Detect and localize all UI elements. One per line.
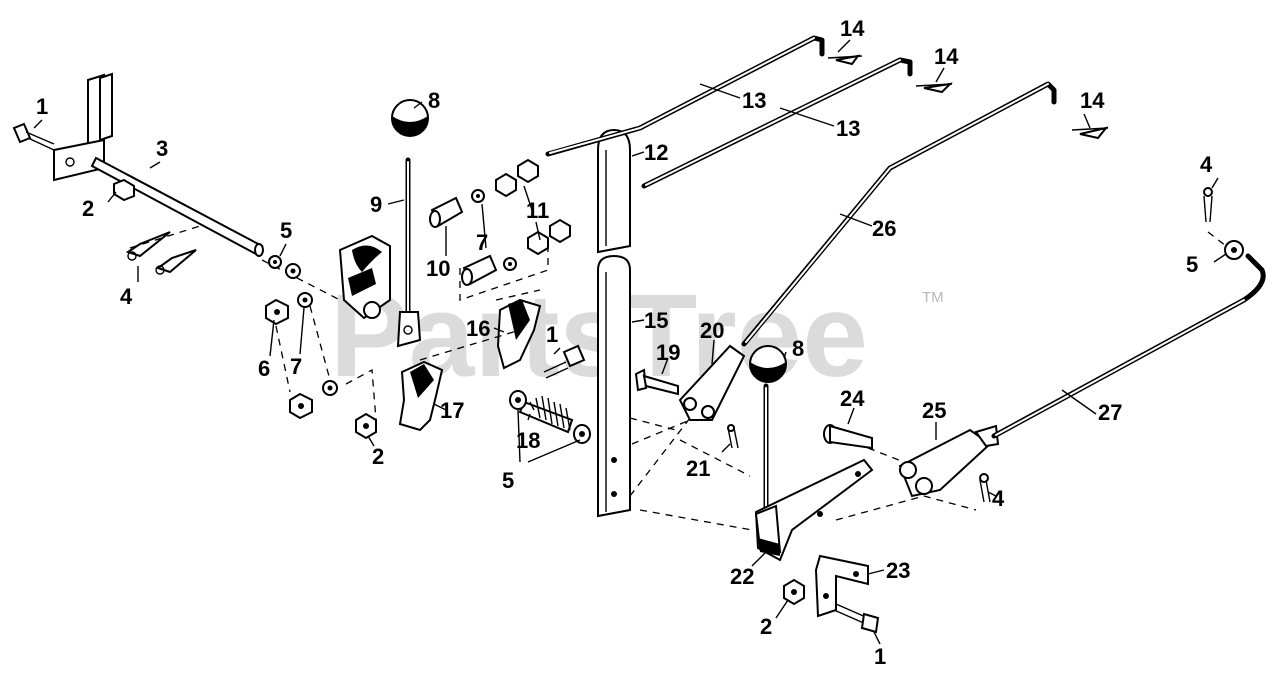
part-cotter-21[interactable] [727,424,739,449]
callout-14-cotter-c: 14 [1080,88,1105,113]
callout-5-washers-left: 5 [280,218,292,243]
leader-dash [275,305,331,393]
part-bracket-left[interactable] [53,72,113,182]
callout-8-knob-left: 8 [428,88,440,113]
part-nut-6[interactable] [265,298,313,420]
callout-7-washers-left: 7 [290,354,302,379]
callout-21-cotter: 21 [686,456,710,481]
callout-7-washers-center: 7 [476,230,488,255]
callout-17-clip: 17 [440,398,464,423]
callout-4-cotter-right: 4 [992,486,1005,511]
part-pivot-bracket[interactable] [338,234,391,320]
callout-5-washers-spring: 5 [502,468,514,493]
part-washers-5[interactable] [268,255,301,279]
part-nuts-11[interactable] [495,158,571,256]
callout-9-lever: 9 [370,192,382,217]
leader-dash [835,495,977,521]
part-bolt-center[interactable] [543,344,586,379]
callout-27-rod: 27 [1098,400,1122,425]
leader-lines [33,39,1227,645]
callout-18-spring: 18 [516,428,540,453]
part-lever-22[interactable] [754,383,874,562]
leader-dash [1207,231,1227,247]
leader-dash [867,447,905,463]
leader-dash [629,417,691,445]
callout-12-plate: 12 [644,140,668,165]
callout-3-shaft: 3 [156,136,168,161]
part-clip-17[interactable] [398,360,444,432]
part-washers-7[interactable] [297,292,338,396]
callout-4-cotter-top-right: 4 [1200,152,1213,177]
watermark-trademark: TM [922,289,944,306]
part-rod-13-lower[interactable] [641,57,913,189]
callout-8-knob-right: 8 [792,336,804,361]
part-bolt-left[interactable] [12,122,55,151]
part-plate-12[interactable] [597,128,631,254]
callout-25-clevis: 25 [922,398,946,423]
part-knob-8-right[interactable] [749,345,787,383]
part-washers-5-spring[interactable] [509,390,591,444]
callout-2-nut-lower: 2 [372,444,384,469]
part-rod-26[interactable] [741,81,1057,347]
callout-13-rod-lower: 13 [836,116,860,141]
callout-26-rod: 26 [872,216,896,241]
part-clip-16[interactable] [496,298,542,370]
callout-2-nut-bottom: 2 [760,614,772,639]
callout-11-nuts: 11 [526,198,549,223]
leader-dash [345,368,377,421]
part-lever-9[interactable] [396,157,422,348]
part-clevis-20[interactable] [678,344,746,421]
part-pin-24[interactable] [823,424,873,450]
callout-1-bolt-center: 1 [546,322,558,347]
part-pin-19[interactable] [634,368,679,396]
callout-24-pin: 24 [840,386,865,411]
callout-23-bracket: 23 [886,558,910,583]
callout-1-bolt-bottom: 1 [874,644,886,669]
part-cotter-4-right[interactable] [979,473,991,503]
part-washers-7-center[interactable] [471,189,517,271]
callout-16-clip: 16 [466,316,490,341]
callout-19-pin: 19 [656,340,680,365]
callout-15-plate: 15 [644,308,668,333]
part-spacer-10[interactable] [429,196,498,286]
part-plate-15[interactable] [597,254,631,518]
leader-dash [459,240,549,301]
callout-4-pins-left: 4 [120,284,133,309]
part-bracket-23[interactable] [814,554,869,618]
part-washer-5-right[interactable] [1224,240,1244,260]
callout-6-nut: 6 [258,356,270,381]
part-rod-27[interactable] [991,253,1266,439]
callout-10-spacers: 10 [426,256,450,281]
part-clevis-25[interactable] [898,424,1000,498]
callout-5-washer-right: 5 [1186,252,1198,277]
callout-14-cotter-b: 14 [934,44,959,69]
part-nut-lower-left[interactable] [355,412,377,440]
part-rod-13-upper[interactable] [545,35,825,157]
part-knob-8-left[interactable] [391,99,429,137]
callout-1-bolt-left: 1 [36,94,48,119]
callout-13-rod-upper: 13 [742,88,766,113]
leader-dash [629,417,691,497]
callout-22-lever: 22 [730,564,754,589]
part-nut-bottom[interactable] [783,578,805,606]
part-cotter-4-top-right[interactable] [1203,187,1213,223]
callout-20-clevis: 20 [700,318,724,343]
part-cotter-pins-14[interactable] [827,54,1109,140]
leader-dash [679,439,751,477]
callouts: 1 2 3 4 5 6 7 2 8 9 10 7 11 16 1 17 18 5… [36,16,1213,669]
leader-dash [419,329,521,361]
part-bolt-bottom[interactable] [833,603,880,634]
callout-2-nut-left: 2 [82,196,94,221]
callout-14-cotter-a: 14 [840,16,865,41]
part-shaft[interactable] [90,156,264,257]
leader-dash [639,509,753,531]
